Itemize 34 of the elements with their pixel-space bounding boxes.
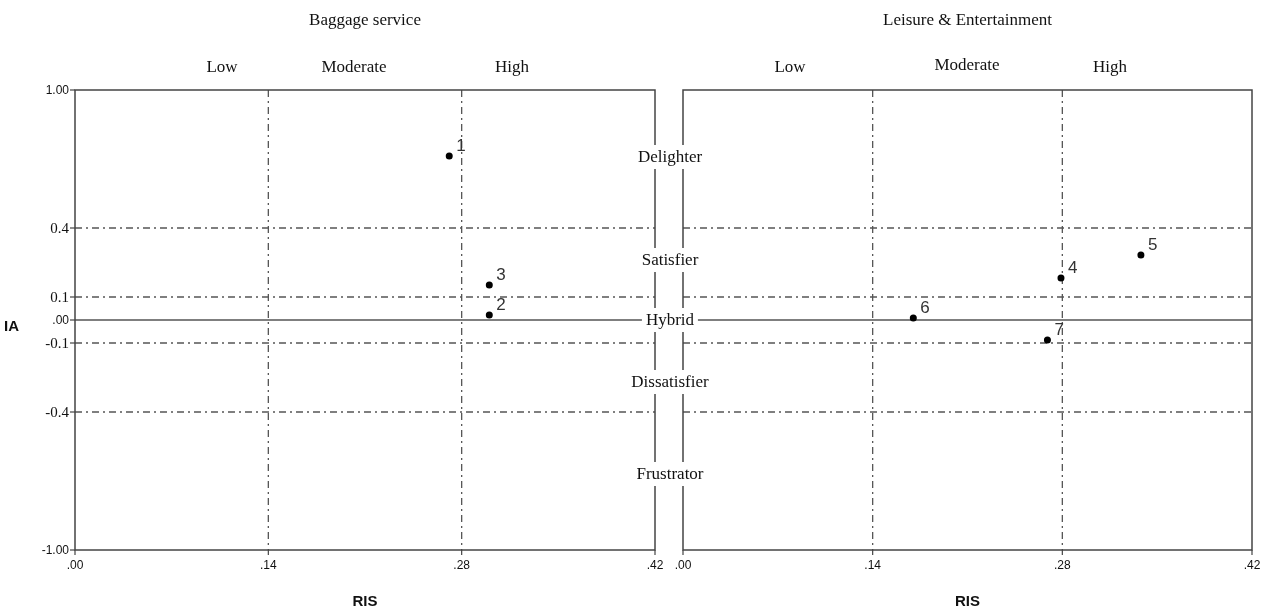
point-label: 1 (456, 136, 466, 156)
zone-label: Hybrid (641, 308, 699, 332)
point-label: 6 (920, 297, 930, 318)
tick-label: -1.00 (41, 543, 69, 557)
tick-label: .00 (52, 313, 69, 327)
column-label: Moderate (934, 55, 1000, 75)
axis-title: IA (4, 316, 19, 334)
column-label: Low (774, 57, 806, 77)
chart-title: Baggage service (309, 10, 421, 30)
tick-label: .28 (453, 558, 470, 572)
tick-label: 0.1 (50, 288, 69, 306)
point-label: 7 (1054, 320, 1064, 340)
point-label: 2 (496, 294, 506, 315)
column-label: High (495, 57, 529, 77)
tick-label: .28 (1054, 558, 1071, 572)
tick-label: -0.1 (45, 334, 69, 352)
axis-title: RIS (955, 591, 980, 609)
tick-label: -0.4 (45, 403, 69, 421)
tick-label: .00 (674, 558, 692, 572)
tick-label: .42 (1243, 558, 1261, 572)
point-label: 5 (1147, 234, 1158, 255)
column-label: Low (206, 57, 238, 77)
tick-label: 0.4 (50, 219, 69, 237)
tick-label: .00 (66, 558, 84, 572)
chart-title: Leisure & Entertainment (883, 10, 1052, 30)
tick-label: .14 (260, 558, 277, 572)
tick-label: .14 (864, 558, 881, 572)
column-label: High (1093, 57, 1127, 77)
tick-label: .42 (646, 558, 664, 572)
axis-title: RIS (352, 591, 378, 609)
column-label: Moderate (321, 57, 387, 77)
point-label: 4 (1067, 257, 1078, 278)
tick-label: 1.00 (45, 83, 69, 97)
point-label: 3 (496, 265, 506, 286)
